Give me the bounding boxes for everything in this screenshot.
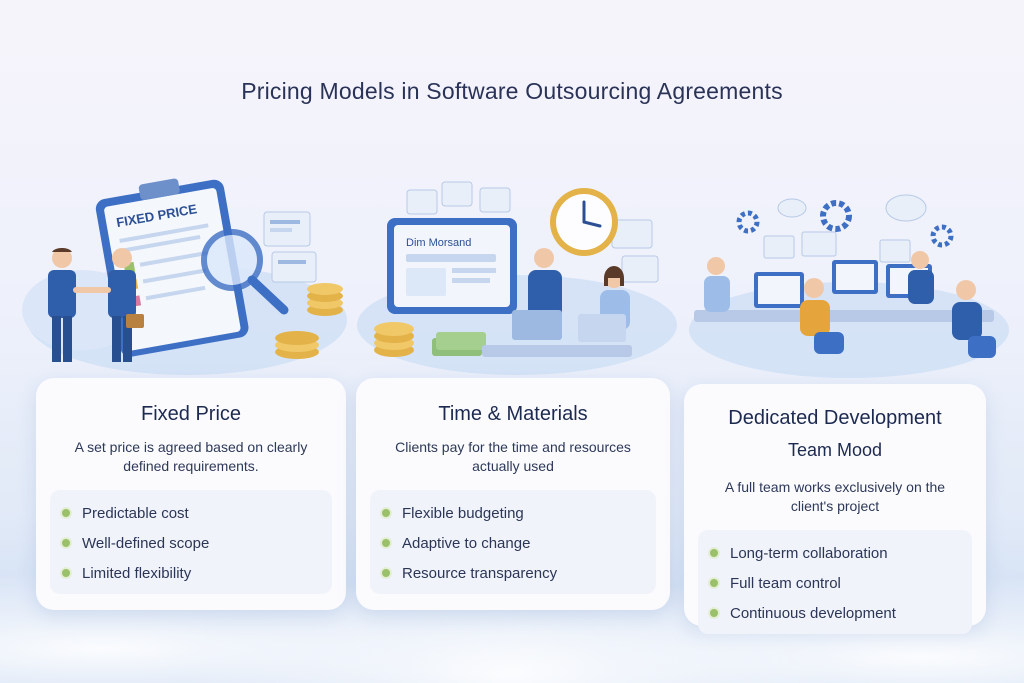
list-item: Well-defined scope <box>62 528 320 558</box>
chat-bubble-icon <box>777 194 927 222</box>
bullet-icon <box>62 569 70 577</box>
bullet-icon <box>710 579 718 587</box>
bullet-icon <box>710 549 718 557</box>
list-item: Full team control <box>710 568 960 598</box>
list-item: Continuous development <box>710 598 960 628</box>
card-description: Clients pay for the time and resources a… <box>395 439 631 474</box>
laptop-screen-icon: Dim Morsand <box>387 218 517 314</box>
card-heading: Time & Materials <box>438 403 588 425</box>
card-heading: Dedicated Development <box>728 407 942 429</box>
monitor-wall-icon <box>763 231 911 263</box>
team-member-icon <box>704 257 730 312</box>
coin-stack-icon <box>374 322 414 357</box>
feature-list: Flexible budgeting Adaptive to change Re… <box>370 490 656 594</box>
screen-label: Dim Morsand <box>406 237 471 249</box>
card-description: A full team works exclusively on the cli… <box>724 479 946 514</box>
fixed-price-card: Fixed Price A set price is agreed based … <box>36 378 346 610</box>
page-title: Pricing Models in Software Outsourcing A… <box>241 78 783 104</box>
businessman-icon <box>108 248 144 362</box>
team-member-icon <box>908 251 934 304</box>
dashboard-panels-icon <box>406 181 659 283</box>
magnifier-icon <box>201 229 289 315</box>
feature-list: Long-term collaboration Full team contro… <box>698 530 972 634</box>
team-member-icon <box>800 278 830 336</box>
developer-icon <box>578 266 630 342</box>
businessman-icon <box>48 247 76 362</box>
time-materials-card: Time & Materials Clients pay for the tim… <box>356 378 670 610</box>
team-member-icon <box>952 280 982 340</box>
fixed-price-illustration: FIXED PRICE <box>22 178 347 375</box>
bullet-icon <box>382 569 390 577</box>
card-description: A set price is agreed based on clearly d… <box>74 439 308 474</box>
list-item: Adaptive to change <box>382 528 644 558</box>
bullet-icon <box>382 539 390 547</box>
feature-list: Predictable cost Well-defined scope Limi… <box>50 490 332 594</box>
bullet-icon <box>710 609 718 617</box>
office-chair-icon <box>814 332 996 358</box>
list-item: Long-term collaboration <box>710 538 960 568</box>
list-item: Limited flexibility <box>62 558 320 588</box>
bullet-icon <box>382 509 390 517</box>
bullet-icon <box>62 509 70 517</box>
time-materials-illustration: Dim Morsand <box>357 181 677 375</box>
list-item: Resource transparency <box>382 558 644 588</box>
card-heading: Fixed Price <box>140 403 242 425</box>
dedicated-team-card: Dedicated Development Team Mood A full t… <box>684 384 986 634</box>
dedicated-team-illustration <box>689 194 1009 378</box>
bullet-icon <box>62 539 70 547</box>
consultant-icon <box>512 248 562 340</box>
card-heading-line2: Team Mood <box>787 440 883 460</box>
list-item: Flexible budgeting <box>382 498 644 528</box>
document-stack-icon <box>263 211 317 283</box>
clock-icon <box>550 188 618 256</box>
gear-icon <box>736 200 954 248</box>
list-item: Predictable cost <box>62 498 320 528</box>
coin-stack-icon <box>275 283 343 359</box>
cash-stack-icon <box>432 332 486 356</box>
